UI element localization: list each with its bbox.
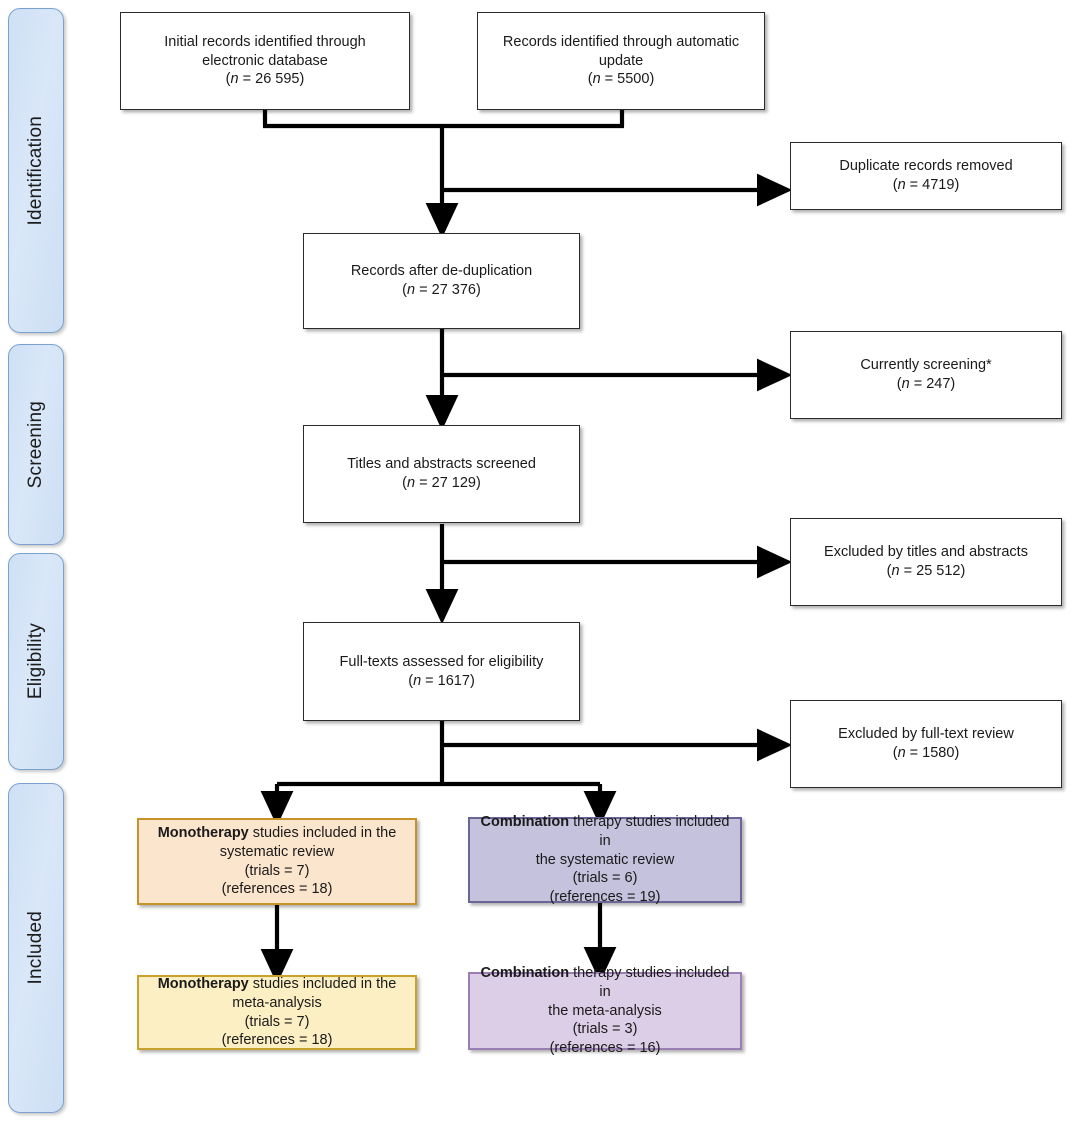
node-automatic-update-count: (n = 5500) bbox=[587, 71, 655, 88]
node-monotherapy-systematic-review-references: (references = 18) bbox=[221, 881, 333, 898]
node-monotherapy-systematic-review-line2: systematic review bbox=[219, 843, 335, 860]
node-combination-meta-analysis-line2: the meta-analysis bbox=[548, 1002, 662, 1019]
stage-label-eligibility: Eligibility bbox=[25, 623, 46, 700]
node-combination-systematic-review: Combination therapy studies included in … bbox=[468, 814, 742, 905]
node-monotherapy-systematic-review-trials: (trials = 7) bbox=[244, 862, 310, 879]
stage-label-screening: Screening bbox=[25, 400, 46, 489]
node-currently-screening-line1: Currently screening* bbox=[860, 357, 992, 374]
node-excluded-by-fulltext-review-line1: Excluded by full-text review bbox=[838, 726, 1014, 743]
node-automatic-update-line2: update bbox=[598, 52, 644, 69]
stage-label-identification: Identification bbox=[25, 115, 46, 226]
stage-tab-eligibility[interactable]: Eligibility bbox=[8, 553, 64, 770]
node-currently-screening: Currently screening* (n = 247) bbox=[790, 331, 1062, 419]
node-duplicate-records-removed-count: (n = 4719) bbox=[892, 177, 960, 193]
node-automatic-update-line1: Records identified through automatic bbox=[502, 33, 740, 50]
node-records-after-deduplication: Records after de-duplication (n = 27 376… bbox=[303, 233, 580, 329]
node-combination-meta-analysis: Combination therapy studies included in … bbox=[468, 965, 742, 1056]
node-duplicate-records-removed-line1: Duplicate records removed bbox=[839, 158, 1013, 175]
node-monotherapy-meta-analysis-line1: Monotherapy studies included in the bbox=[157, 975, 397, 992]
node-initial-records-line1: Initial records identified through bbox=[164, 33, 366, 50]
stage-label-included: Included bbox=[25, 911, 46, 985]
node-initial-records-line2: electronic database bbox=[202, 52, 328, 69]
node-monotherapy-meta-analysis-references: (references = 18) bbox=[221, 1032, 333, 1049]
node-combination-systematic-review-line2: the systematic review bbox=[535, 851, 675, 868]
node-monotherapy-systematic-review-line1: Monotherapy studies included in the bbox=[157, 824, 397, 841]
node-combination-systematic-review-trials: (trials = 6) bbox=[572, 870, 638, 887]
node-automatic-update: Records identified through automatic upd… bbox=[477, 12, 765, 110]
node-initial-records: Initial records identified through elect… bbox=[120, 12, 410, 110]
stage-tab-screening[interactable]: Screening bbox=[8, 344, 64, 545]
node-monotherapy-meta-analysis: Monotherapy studies included in the meta… bbox=[137, 975, 417, 1050]
node-excluded-by-titles-abstracts-count: (n = 25 512) bbox=[886, 563, 966, 579]
node-titles-abstracts-screened-count: (n = 27 129) bbox=[402, 475, 481, 491]
stage-tab-included[interactable]: Included bbox=[8, 783, 64, 1113]
node-excluded-by-titles-abstracts-line1: Excluded by titles and abstracts bbox=[824, 544, 1028, 561]
node-titles-abstracts-screened: Titles and abstracts screened (n = 27 12… bbox=[303, 425, 580, 523]
node-monotherapy-meta-analysis-trials: (trials = 7) bbox=[244, 1013, 310, 1030]
node-combination-systematic-review-line1: Combination therapy studies included in bbox=[480, 813, 730, 849]
node-fulltexts-assessed-line1: Full-texts assessed for eligibility bbox=[339, 653, 544, 670]
stage-tab-identification[interactable]: Identification bbox=[8, 8, 64, 333]
node-records-after-deduplication-line1: Records after de-duplication bbox=[350, 263, 533, 280]
node-monotherapy-meta-analysis-line2: meta-analysis bbox=[232, 994, 322, 1011]
node-combination-systematic-review-references: (references = 19) bbox=[549, 889, 661, 906]
node-excluded-by-fulltext-review-count: (n = 1580) bbox=[892, 745, 960, 761]
node-titles-abstracts-screened-line1: Titles and abstracts screened bbox=[347, 456, 536, 473]
node-initial-records-count: (n = 26 595) bbox=[225, 71, 305, 88]
node-combination-meta-analysis-references: (references = 16) bbox=[549, 1040, 661, 1057]
node-excluded-by-fulltext-review: Excluded by full-text review (n = 1580) bbox=[790, 700, 1062, 788]
node-excluded-by-titles-abstracts: Excluded by titles and abstracts (n = 25… bbox=[790, 518, 1062, 606]
node-records-after-deduplication-count: (n = 27 376) bbox=[402, 282, 481, 298]
node-currently-screening-count: (n = 247) bbox=[896, 376, 956, 392]
node-fulltexts-assessed: Full-texts assessed for eligibility (n =… bbox=[303, 622, 580, 721]
node-fulltexts-assessed-count: (n = 1617) bbox=[408, 672, 475, 689]
node-monotherapy-systematic-review: Monotherapy studies included in the syst… bbox=[137, 818, 417, 905]
node-combination-meta-analysis-line1: Combination therapy studies included in bbox=[480, 964, 730, 1000]
node-combination-meta-analysis-trials: (trials = 3) bbox=[572, 1021, 638, 1038]
node-duplicate-records-removed: Duplicate records removed (n = 4719) bbox=[790, 142, 1062, 210]
